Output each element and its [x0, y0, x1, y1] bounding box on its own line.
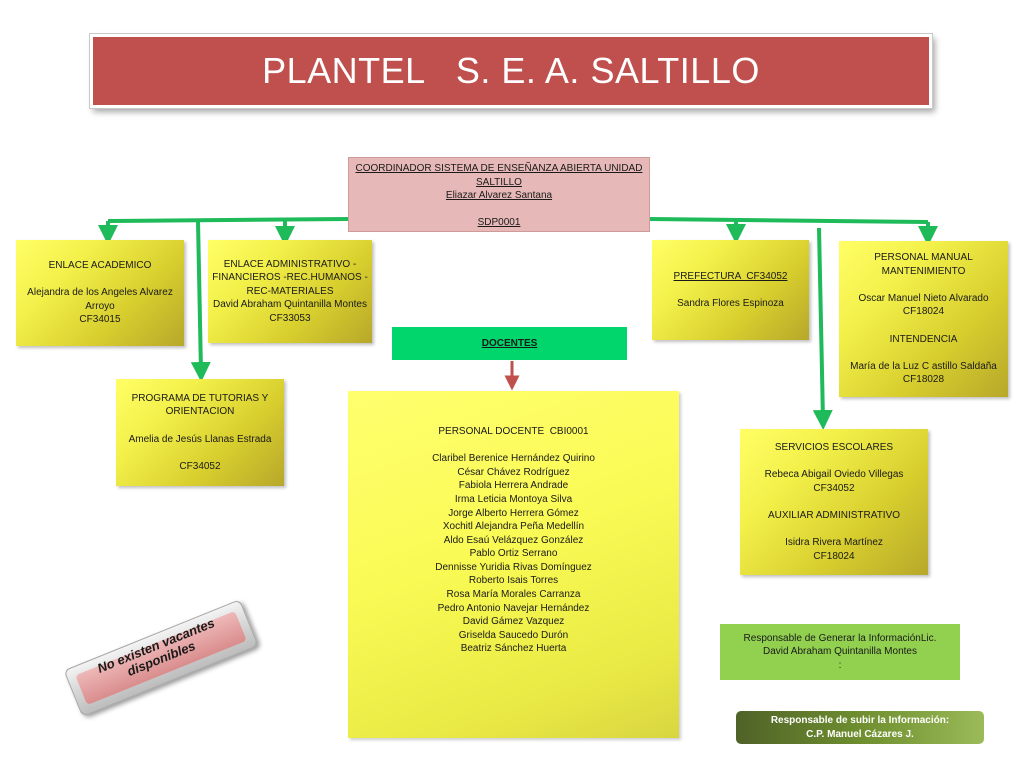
connector-right-horizontal	[649, 217, 929, 224]
prefectura-name: Sandra Flores Espinoza	[677, 297, 784, 309]
enlace-administrativo-name: David Abraham Quintanilla Montes	[213, 299, 367, 311]
personal-manual-name1: Oscar Manuel Nieto Alvarado	[858, 292, 989, 304]
docente-name: Beatriz Sánchez Huerta	[460, 643, 567, 655]
programa-tutorias-title-line1: PROGRAMA DE TUTORIAS Y	[131, 392, 269, 404]
intendencia-code: CF18028	[902, 374, 945, 386]
programa-tutorias-spacer2	[199, 446, 202, 460]
docentes-header-label: DOCENTES	[481, 337, 538, 349]
docente-name: Griselda Saucedo Durón	[458, 629, 569, 641]
programa-tutorias-title-line2: ORIENTACION	[165, 406, 235, 418]
title-bar: PLANTEL S. E. A. SALTILLO	[90, 34, 932, 108]
personal-manual-spacer1	[922, 278, 925, 292]
personal-manual-code1: CF18024	[902, 306, 945, 318]
programa-tutorias-name: Amelia de Jesús Llanas Estrada	[128, 433, 272, 445]
docente-name: Jorge Alberto Herrera Gómez	[448, 507, 579, 519]
servicios-escolares-spacer3	[833, 522, 836, 536]
personal-manual-box: PERSONAL MANUAL MANTENIMIENTO Oscar Manu…	[839, 241, 1008, 397]
enlace-administrativo-code: CF33053	[269, 312, 311, 324]
responsable-subir-line2: C.P. Manuel Cázares J.	[806, 728, 914, 740]
docente-name: Aldo Esaú Velázquez González	[443, 534, 584, 546]
enlace-academico-title: ENLACE ACADEMICO	[48, 260, 152, 272]
docente-name: Xochitl Alejandra Peña Medellín	[442, 521, 585, 533]
coordinador-spacer	[498, 203, 501, 217]
enlace-administrativo-box: ENLACE ADMINISTRATIVO - FINANCIEROS -REC…	[208, 240, 372, 343]
page-title: PLANTEL S. E. A. SALTILLO	[262, 50, 760, 91]
responsable-generar-line3: :	[838, 659, 842, 671]
prefectura-spacer	[729, 283, 732, 297]
prefectura-box: PREFECTURA CF34052 Sandra Flores Espinoz…	[652, 240, 809, 340]
enlace-administrativo-title-line2: FINANCIEROS -REC.HUMANOS -	[212, 272, 368, 284]
prefectura-title: PREFECTURA CF34052	[673, 270, 788, 282]
enlace-academico-code: CF34015	[79, 314, 121, 326]
docente-name: Pedro Antonio Navejar Hernández	[437, 602, 590, 614]
enlace-academico-spacer	[99, 273, 102, 287]
auxiliar-administrativo-code: CF18024	[813, 550, 855, 562]
connector-left-horizontal	[107, 217, 349, 223]
personal-manual-title-line1: PERSONAL MANUAL	[874, 252, 973, 264]
coordinador-title-line2: SALTILLO	[476, 176, 522, 188]
servicios-escolares-spacer2	[833, 495, 836, 509]
docente-name: César Chávez Rodríguez	[457, 466, 570, 478]
docente-name: Claribel Berenice Hernández Quirino	[432, 453, 595, 465]
personal-manual-spacer2	[922, 319, 925, 333]
docente-name: David Gámez Vazquez	[462, 616, 565, 628]
enlace-academico-box: ENLACE ACADEMICO Alejandra de los Angele…	[16, 240, 184, 346]
responsable-subir-box: Responsable de subir la Información: C.P…	[736, 711, 984, 744]
auxiliar-administrativo-title: AUXILIAR ADMINISTRATIVO	[767, 509, 901, 521]
enlace-academico-name-line2: Arroyo	[85, 300, 115, 312]
responsable-generar-box: Responsable de Generar la InformaciónLic…	[720, 624, 960, 680]
intendencia-title: INTENDENCIA	[889, 333, 958, 345]
auxiliar-administrativo-name: Isidra Rivera Martínez	[785, 536, 883, 548]
programa-tutorias-code: CF34052	[179, 460, 221, 472]
docente-name: Fabiola Herrera Andrade	[458, 480, 569, 492]
enlace-academico-name-line1: Alejandra de los Angeles Alvarez	[27, 287, 173, 299]
responsable-generar-line2: David Abraham Quintanilla Montes	[763, 646, 917, 658]
servicios-escolares-name: Rebeca Abigail Oviedo Villegas	[764, 469, 904, 481]
docentes-header: DOCENTES	[392, 327, 627, 360]
docente-name: Pablo Ortiz Serrano	[469, 548, 558, 560]
programa-tutorias-box: PROGRAMA DE TUTORIAS Y ORIENTACION Ameli…	[116, 379, 284, 486]
coordinador-box: COORDINADOR SISTEMA DE ENSEÑANZA ABIERTA…	[348, 157, 650, 232]
personal-docente-box: PERSONAL DOCENTE CBI0001 Claribel Bereni…	[348, 391, 679, 738]
enlace-administrativo-title-line3: REC-MATERIALES	[246, 285, 334, 297]
docente-name: Roberto Isais Torres	[468, 575, 559, 587]
servicios-escolares-spacer1	[833, 454, 836, 468]
docente-name: Rosa María Morales Carranza	[446, 589, 581, 601]
personal-docente-spacer	[512, 439, 515, 453]
servicios-escolares-title: SERVICIOS ESCOLARES	[774, 441, 894, 453]
responsable-generar-line1: Responsable de Generar la InformaciónLic…	[743, 632, 937, 644]
personal-docente-title: PERSONAL DOCENTE CBI0001	[438, 425, 589, 437]
docente-name: Irma Leticia Montoya Silva	[454, 493, 573, 505]
enlace-administrativo-title-line1: ENLACE ADMINISTRATIVO -	[223, 258, 357, 270]
docente-name: Dennisse Yuridia Rivas Domínguez	[435, 561, 592, 573]
connector-programa-tutorias	[190, 220, 211, 382]
coordinador-code: SDP0001	[477, 217, 521, 229]
connector-servicios-escolares	[812, 227, 833, 430]
servicios-escolares-code: CF34052	[813, 482, 855, 494]
personal-manual-spacer3	[922, 346, 925, 360]
responsable-subir-line1: Responsable de subir la Información:	[770, 714, 950, 726]
servicios-escolares-box: SERVICIOS ESCOLARES Rebeca Abigail Ovied…	[740, 429, 928, 575]
coordinador-name: Eliazar Alvarez Santana	[445, 190, 553, 202]
coordinador-title-line1: COORDINADOR SISTEMA DE ENSEÑANZA ABIERTA…	[355, 163, 643, 174]
programa-tutorias-spacer1	[199, 419, 202, 433]
personal-manual-title-line2: MANTENIMIENTO	[881, 265, 966, 277]
intendencia-name: María de la Luz C astillo Saldaña	[850, 360, 997, 372]
